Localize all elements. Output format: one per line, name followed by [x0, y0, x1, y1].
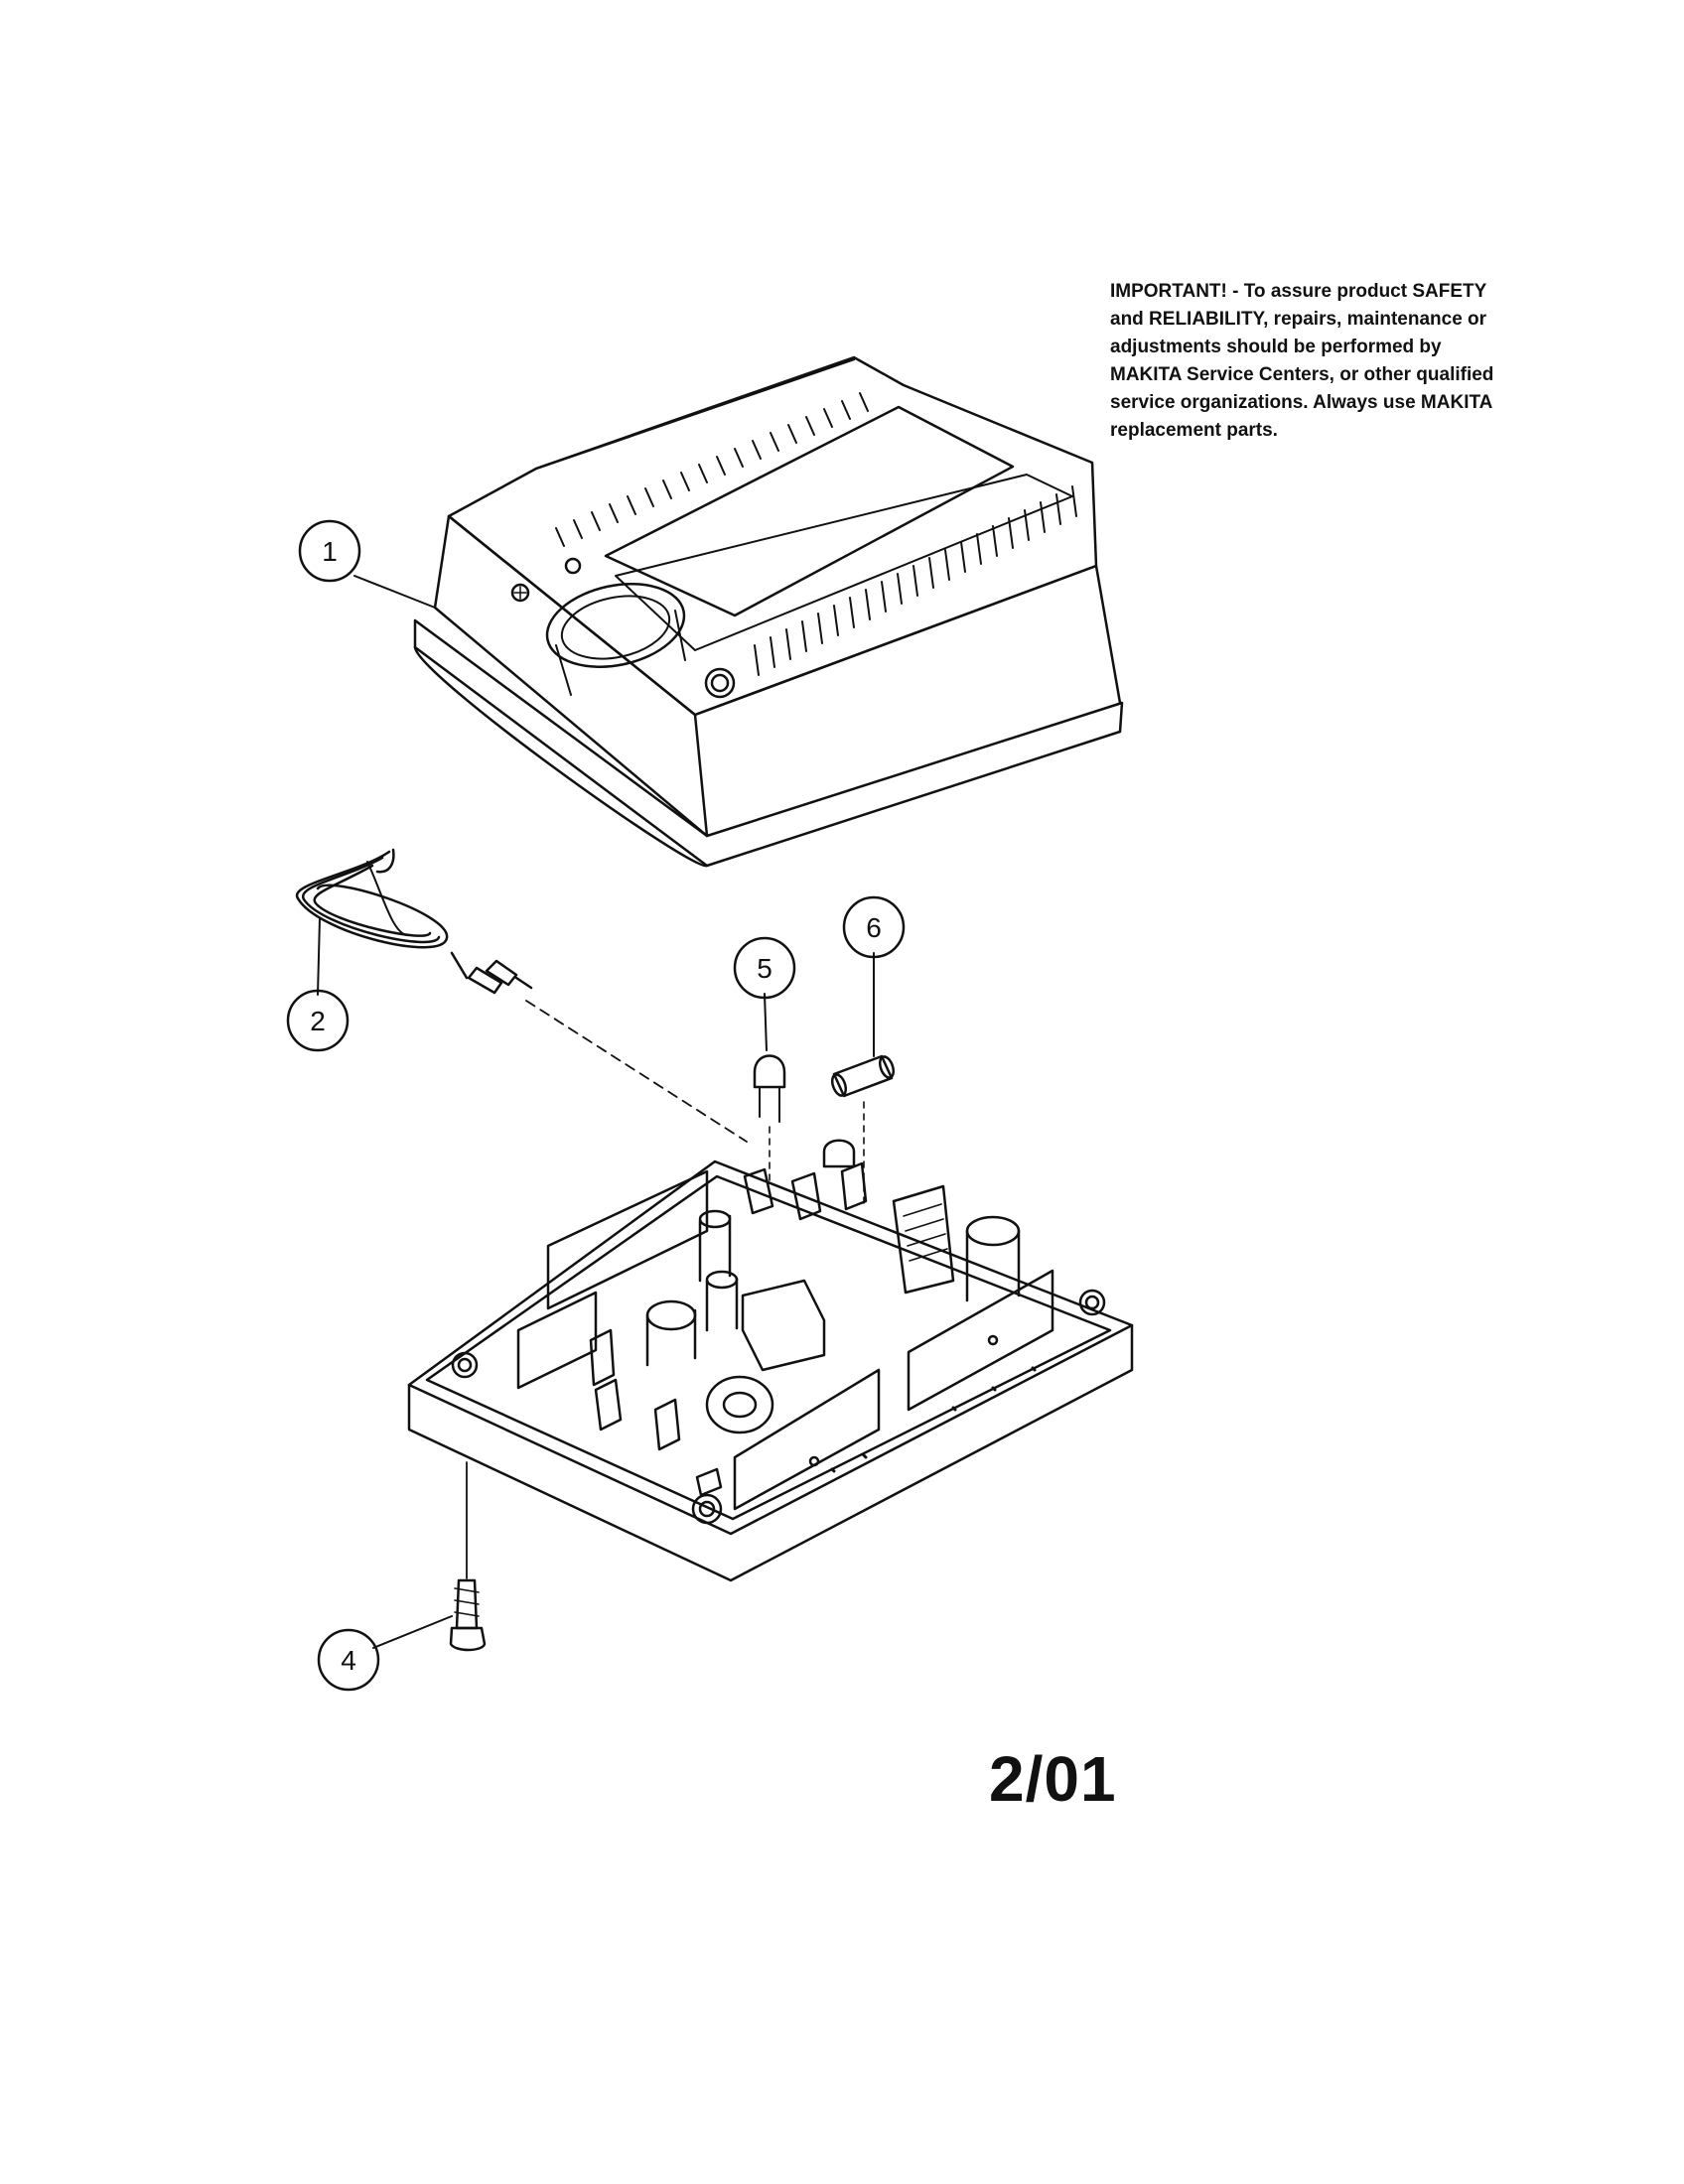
- notice-line-2: and RELIABILITY, repairs, maintenance or: [1110, 309, 1487, 330]
- callout-1-label: 1: [322, 536, 338, 567]
- top-cover-housing: [413, 355, 1124, 868]
- screw-component: [449, 1461, 487, 1652]
- notice-line-4: MAKITA Service Centers, or other qualifi…: [1110, 364, 1494, 385]
- safety-notice: IMPORTANT! - To assure product SAFETY an…: [1110, 278, 1547, 445]
- notice-line-5: service organizations. Always use MAKITA: [1110, 392, 1493, 413]
- callout-6-label: 6: [866, 912, 882, 943]
- notice-line-3: adjustments should be performed by: [1110, 337, 1442, 357]
- callout-5-circle: [733, 936, 796, 1000]
- callout-1-leader: [353, 575, 436, 609]
- callout-2-leader: [317, 917, 321, 996]
- callout-4-label: 4: [341, 1645, 356, 1676]
- callout-5-leader: [764, 993, 768, 1051]
- date-code: 2/01: [989, 1743, 1117, 1815]
- callout-5-label: 5: [757, 953, 772, 984]
- callout-4-leader: [372, 1615, 453, 1649]
- notice-line-6: replacement parts.: [1110, 420, 1278, 441]
- callout-2-circle: [286, 989, 350, 1052]
- base-housing: [407, 1139, 1134, 1582]
- cord-leader-line: [525, 1000, 748, 1143]
- led-component: [753, 1054, 786, 1187]
- callout-4-circle: [317, 1628, 380, 1692]
- callout-2-label: 2: [310, 1006, 326, 1036]
- power-cord: [295, 848, 533, 995]
- callout-1-circle: [298, 519, 361, 583]
- notice-line-1: IMPORTANT! - To assure product SAFETY: [1110, 281, 1487, 302]
- callout-6-circle: [842, 895, 906, 959]
